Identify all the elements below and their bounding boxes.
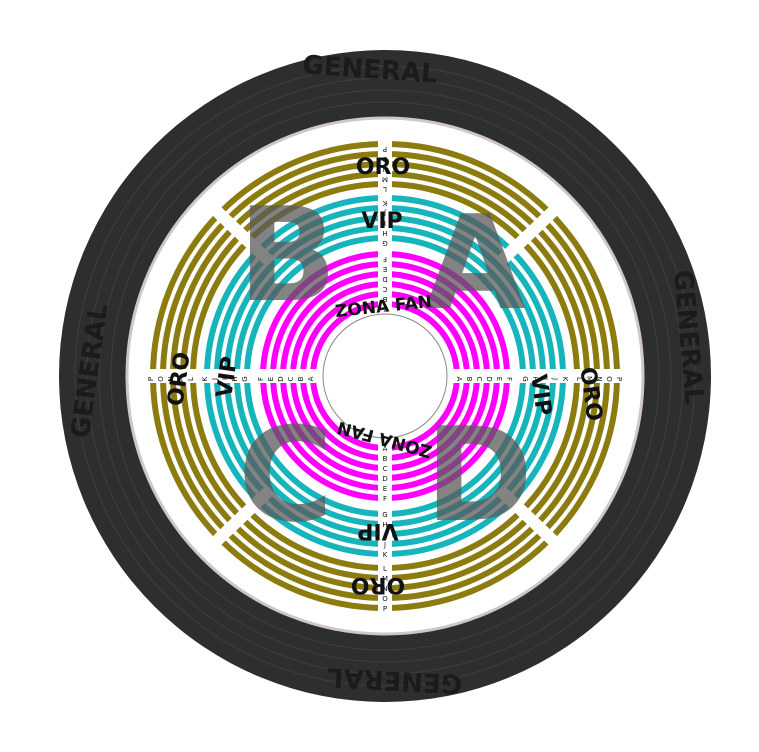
row-letter-bottom-vip-G: G bbox=[382, 511, 387, 519]
row-letter-bottom-oro-P: P bbox=[383, 605, 387, 613]
row-letter-left-fan-A: A bbox=[307, 376, 315, 381]
row-letter-top-oro-M: M bbox=[382, 175, 388, 183]
row-letter-right-oro-L: L bbox=[575, 377, 583, 381]
general-groove-1 bbox=[74, 65, 696, 687]
row-letter-right-vip-H: H bbox=[531, 376, 539, 381]
row-letter-top-oro-N: N bbox=[382, 165, 387, 173]
row-letter-left-fan-E: E bbox=[267, 377, 275, 381]
row-letter-bottom-oro-O: O bbox=[382, 595, 388, 603]
section-c-label[interactable]: C bbox=[238, 399, 333, 551]
row-letter-bottom-vip-H: H bbox=[382, 521, 387, 529]
row-letter-left-fan-B: B bbox=[297, 376, 305, 381]
section-b-label[interactable]: B bbox=[238, 179, 337, 331]
row-letter-right-oro-M: M bbox=[585, 376, 593, 382]
general-groove-4 bbox=[110, 101, 660, 651]
row-letter-right-oro-P: P bbox=[615, 377, 623, 381]
row-letter-bottom-oro-L: L bbox=[383, 565, 387, 573]
row-letter-right-vip-J: J bbox=[551, 377, 559, 380]
row-letter-left-fan-C: C bbox=[287, 376, 295, 381]
row-letter-left-vip-G: G bbox=[241, 376, 249, 381]
row-letter-left-vip-H: H bbox=[231, 376, 239, 381]
row-letter-left-vip-J: J bbox=[211, 378, 219, 381]
row-letter-bottom-fan-B: B bbox=[383, 455, 388, 463]
row-letter-bottom-vip-J: J bbox=[383, 541, 386, 549]
row-letter-top-oro-P: P bbox=[383, 145, 387, 153]
row-letter-top-vip-K: K bbox=[382, 199, 387, 207]
row-letter-top-fan-E: E bbox=[383, 265, 387, 273]
row-letter-right-vip-G: G bbox=[521, 376, 529, 381]
row-letter-right-vip-K: K bbox=[561, 377, 569, 382]
row-letter-bottom-oro-M: M bbox=[382, 575, 388, 583]
row-letter-top-oro-L: L bbox=[383, 185, 387, 193]
row-letter-bottom-oro-N: N bbox=[382, 585, 387, 593]
vip-label-left: VIP bbox=[212, 355, 243, 399]
row-letter-left-oro-O: O bbox=[157, 376, 165, 382]
row-letter-right-fan-D: D bbox=[485, 376, 493, 381]
row-letter-right-fan-F: F bbox=[505, 377, 513, 381]
row-letter-right-oro-O: O bbox=[605, 376, 613, 382]
section-letters: B A C D bbox=[238, 179, 533, 551]
vip-label-top: VIP bbox=[361, 209, 402, 234]
aisle-diag-3 bbox=[200, 485, 275, 557]
row-letter-left-oro-M: M bbox=[177, 376, 185, 382]
row-letter-left-oro-L: L bbox=[187, 377, 195, 381]
row-letter-left-vip-I: I bbox=[221, 378, 229, 380]
center-stage bbox=[322, 313, 448, 439]
row-letter-bottom-fan-D: D bbox=[382, 475, 387, 483]
row-letter-bottom-fan-C: C bbox=[383, 465, 388, 473]
row-letters: ABCDEFGHIJKLMNOPABCDEFGHIJKLMNOPABCDEFGH… bbox=[147, 145, 623, 613]
row-letter-right-vip-I: I bbox=[541, 378, 549, 380]
row-letter-top-oro-O: O bbox=[382, 155, 388, 163]
row-letter-right-fan-A: A bbox=[455, 377, 463, 382]
row-letter-left-vip-K: K bbox=[201, 376, 209, 381]
row-letter-top-vip-J: J bbox=[384, 209, 387, 217]
oro-label-bottom: ORO bbox=[351, 572, 405, 597]
row-letter-bottom-fan-F: F bbox=[383, 495, 387, 503]
general-label-bottom: GENERAL bbox=[326, 661, 463, 698]
row-letter-bottom-fan-E: E bbox=[383, 485, 387, 493]
row-letter-left-oro-N: N bbox=[167, 376, 175, 381]
aisle-diag-2 bbox=[495, 195, 570, 267]
aisle-diag-1 bbox=[200, 195, 275, 267]
row-letter-left-oro-P: P bbox=[147, 377, 155, 381]
row-letter-right-fan-E: E bbox=[495, 377, 503, 381]
aisle-diag-4 bbox=[495, 485, 570, 557]
row-letter-top-fan-F: F bbox=[383, 255, 387, 263]
row-letter-left-fan-F: F bbox=[257, 377, 265, 381]
row-letter-top-fan-C: C bbox=[382, 285, 387, 293]
oro-label-top: ORO bbox=[356, 155, 410, 180]
row-letter-bottom-vip-K: K bbox=[383, 551, 388, 559]
section-d-label[interactable]: D bbox=[425, 399, 533, 551]
vip-label-bottom: VIP bbox=[357, 518, 398, 543]
section-a-label[interactable]: A bbox=[425, 187, 526, 339]
general-groove-3 bbox=[98, 89, 672, 663]
row-letter-bottom-fan-A: A bbox=[383, 445, 388, 453]
general-groove-2 bbox=[86, 77, 684, 675]
row-letter-top-fan-B: B bbox=[382, 295, 387, 303]
row-letter-right-oro-N: N bbox=[595, 376, 603, 381]
row-letter-right-fan-B: B bbox=[465, 377, 473, 382]
row-letter-top-vip-H: H bbox=[382, 229, 387, 237]
row-letter-top-vip-I: I bbox=[384, 219, 386, 227]
row-letter-top-fan-A: A bbox=[382, 305, 387, 313]
row-letter-right-fan-C: C bbox=[475, 377, 483, 382]
row-letter-left-fan-D: D bbox=[277, 376, 285, 381]
row-letter-top-fan-D: D bbox=[382, 275, 387, 283]
row-letter-bottom-vip-I: I bbox=[384, 531, 386, 539]
vip-label-right: VIP bbox=[525, 373, 556, 417]
row-letter-top-vip-G: G bbox=[382, 239, 387, 247]
